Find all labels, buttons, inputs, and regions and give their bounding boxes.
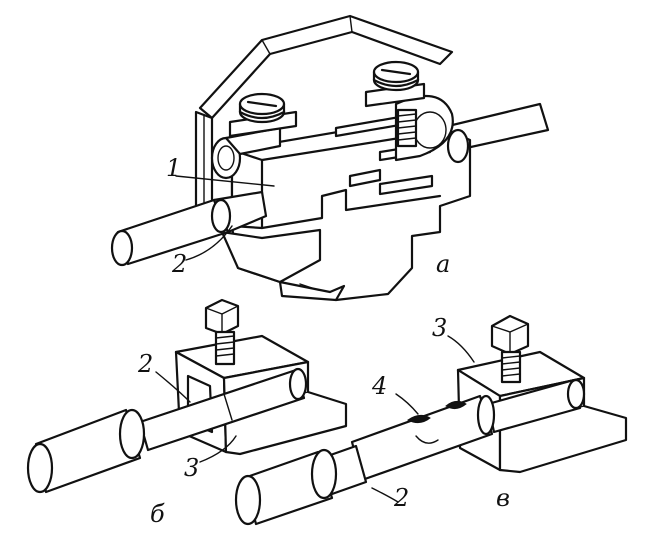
view-v-label-4: 4 [371, 372, 387, 400]
view-b-label-3: 3 [184, 454, 199, 482]
view-a-label-2: 2 [171, 250, 187, 278]
view-v-bolt [490, 314, 530, 384]
view-v-label-2: 2 [393, 484, 409, 512]
view-a-caption: а [436, 250, 450, 278]
view-v-clamp: 4 2 3 в [234, 314, 628, 526]
view-v-sleeve [350, 394, 496, 482]
view-a-clamp: 1 2 а [110, 14, 550, 302]
view-a-right-screw [364, 60, 426, 148]
view-b-conductor [138, 367, 308, 452]
view-v-caption: в [496, 484, 510, 512]
view-v-conductor [486, 378, 586, 434]
view-b-bolt [204, 298, 240, 366]
view-a-left-screw [228, 92, 298, 138]
view-v-label-3: 3 [432, 314, 447, 342]
view-b-clamp: 2 3 б [26, 298, 348, 528]
view-b-caption: б [150, 500, 165, 528]
view-a-label-1: 1 [166, 154, 181, 182]
view-b-cable [26, 408, 146, 494]
view-b-label-2: 2 [137, 350, 153, 378]
view-v-cable [234, 448, 338, 526]
view-a-cover [194, 14, 454, 222]
view-v-block [456, 350, 628, 474]
view-a-screw-shank [396, 108, 418, 148]
